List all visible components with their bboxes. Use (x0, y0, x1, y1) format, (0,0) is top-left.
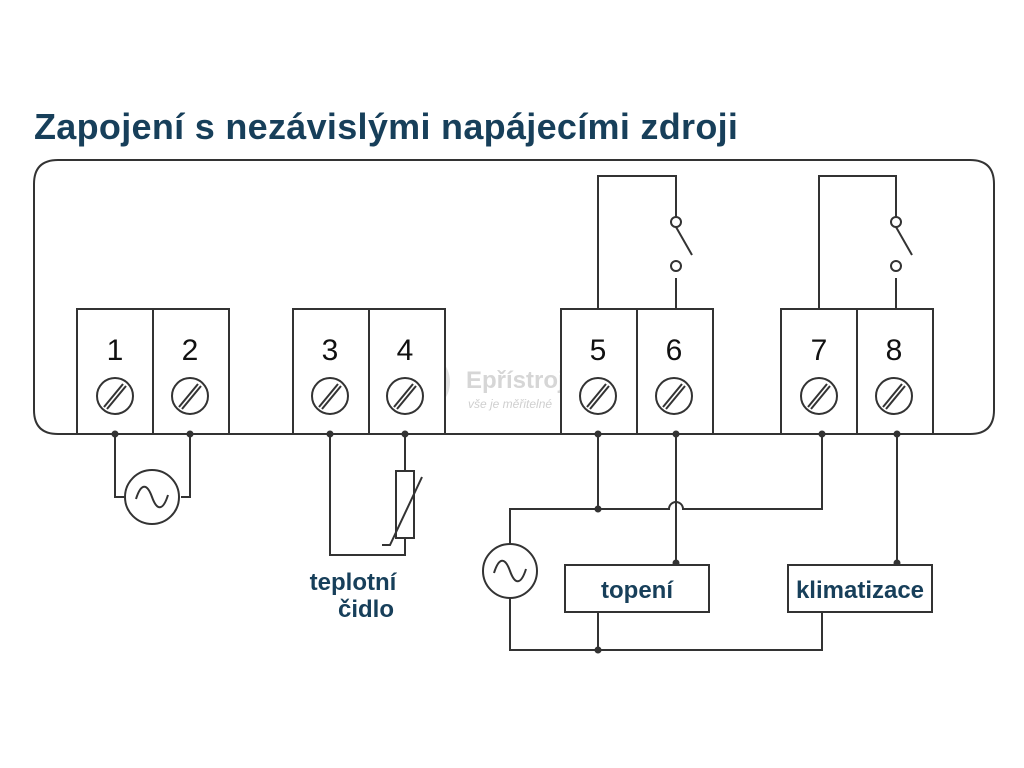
terminal-block-3: 3 (292, 308, 370, 435)
cooling-load: klimatizace (787, 564, 933, 613)
screw-terminal-icon (655, 377, 693, 415)
relay-switch-2 (818, 175, 913, 309)
terminal-number: 2 (182, 334, 199, 367)
terminal-number: 3 (322, 334, 339, 367)
screw-terminal-icon (875, 377, 913, 415)
watermark-tagline: vše je měřitelné (468, 397, 552, 411)
screw-terminal-icon (386, 377, 424, 415)
heating-label: topení (601, 577, 674, 604)
relay-contact-icon (890, 216, 902, 228)
terminal-number: 7 (811, 334, 828, 367)
screw-terminal-icon (171, 377, 209, 415)
screw-terminal-icon (96, 377, 134, 415)
cooling-label: klimatizace (796, 577, 924, 604)
terminal-number: 6 (666, 334, 683, 367)
screw-terminal-icon (579, 377, 617, 415)
relay-switch-icon (895, 226, 913, 256)
terminal-block-8: 8 (856, 308, 934, 435)
terminal-block-1: 1 (76, 308, 154, 435)
relay-switch-1 (597, 175, 693, 309)
terminal-block-6: 6 (636, 308, 714, 435)
terminal-number: 4 (397, 334, 414, 367)
terminal-block-4: 4 (368, 308, 446, 435)
relay-contact-icon (890, 260, 902, 272)
screw-terminal-icon (311, 377, 349, 415)
screw-terminal-icon (800, 377, 838, 415)
device-housing (33, 159, 995, 435)
power-supply-1 (111, 430, 194, 525)
terminal-block-7: 7 (780, 308, 858, 435)
relay-switch-icon (675, 226, 693, 256)
diagram-title: Zapojení s nezávislými napájecími zdroji (34, 106, 739, 147)
terminal-number: 5 (590, 334, 607, 367)
relay-contact-icon (670, 260, 682, 272)
sensor-label-line2: čidlo (338, 596, 394, 623)
terminal-number: 8 (886, 334, 903, 367)
load-wiring (482, 430, 901, 654)
terminal-number: 1 (107, 334, 124, 367)
sensor-label-line1: teplotní (310, 569, 398, 596)
heating-load: topení (564, 564, 710, 613)
relay-contact-icon (670, 216, 682, 228)
terminal-block-5: 5 (560, 308, 638, 435)
temperature-sensor (326, 430, 423, 556)
terminal-block-2: 2 (152, 308, 230, 435)
thermistor-icon (382, 470, 423, 546)
